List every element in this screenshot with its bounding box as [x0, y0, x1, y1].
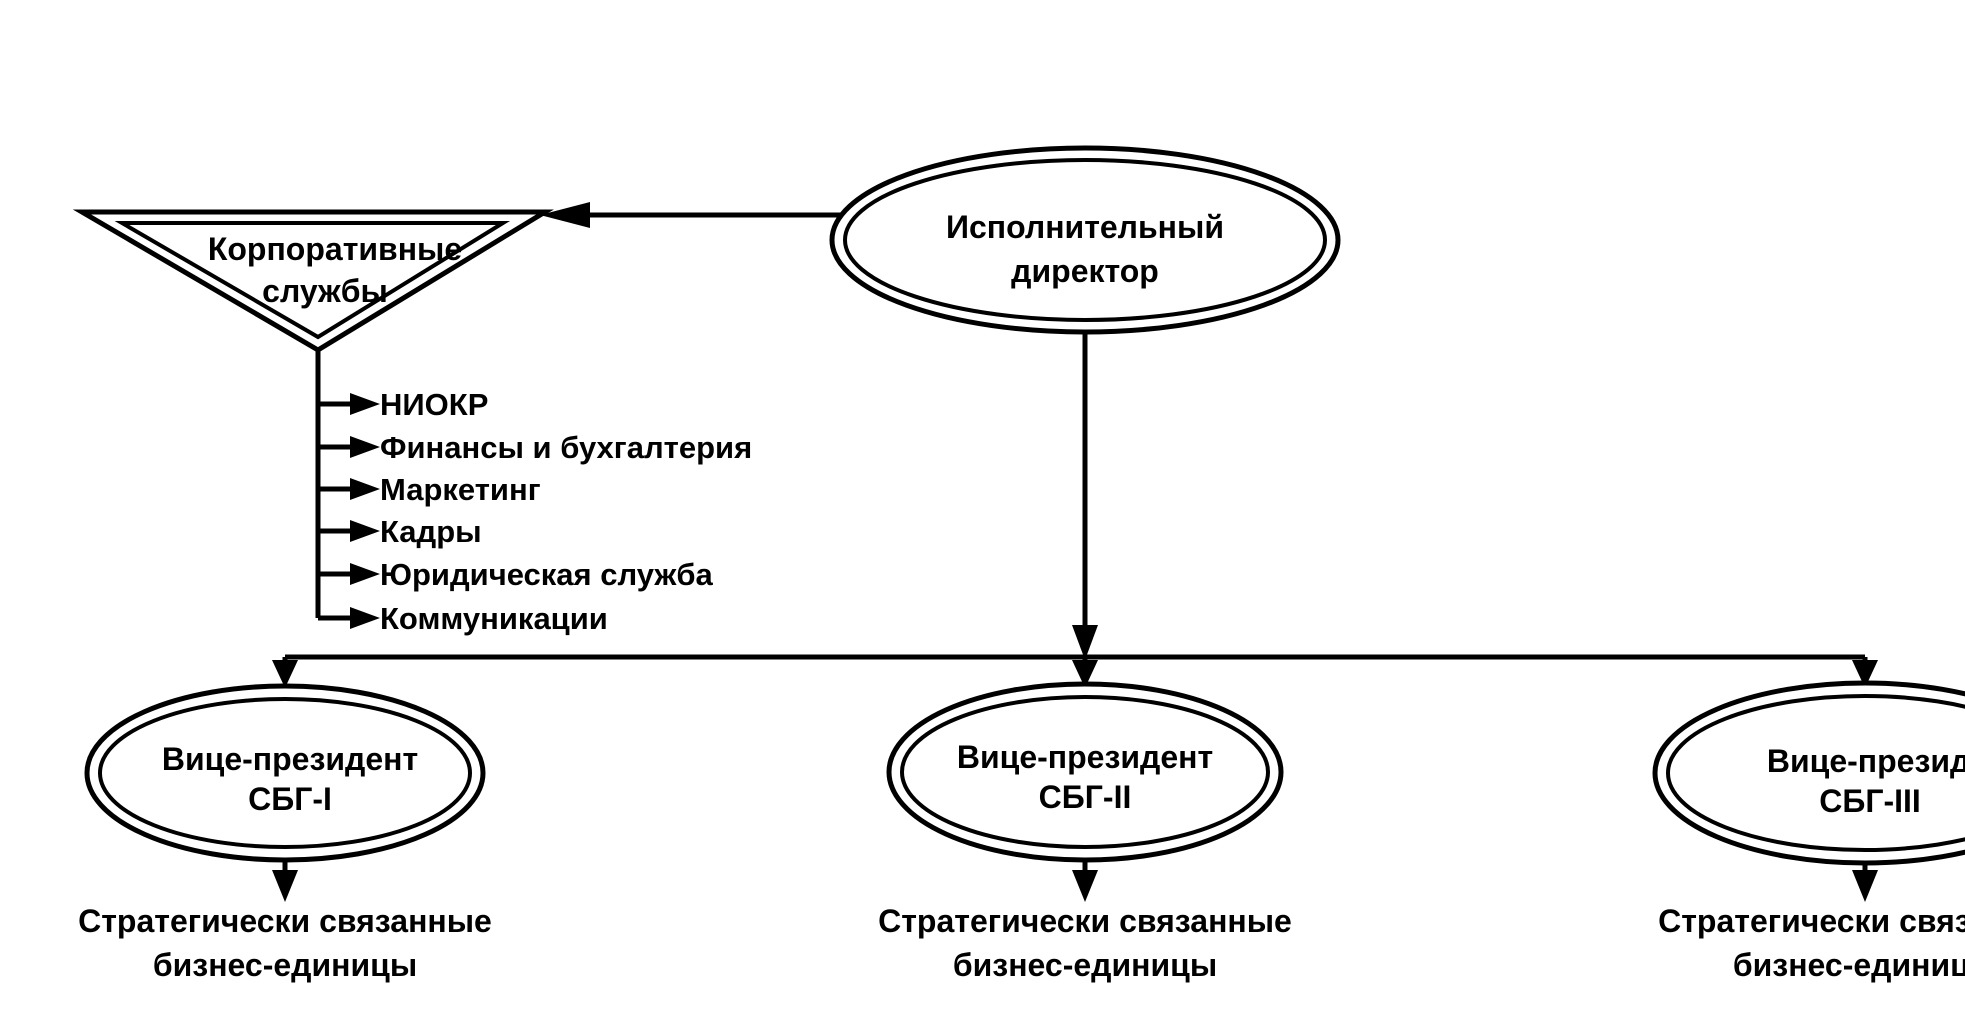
arrowhead-vp1 — [272, 660, 298, 688]
services-label-line1: Корпоративные — [208, 231, 462, 267]
vp-title: Вице-президент — [957, 739, 1213, 775]
services-list-arrows — [318, 393, 380, 629]
arrowhead-bu3 — [1852, 870, 1878, 902]
services-list: НИОКР Финансы и бухгалтерия Маркетинг Ка… — [380, 387, 752, 636]
vp-node-2: Вице-президент СБГ-II — [886, 681, 1284, 863]
services-label-line2: службы — [262, 273, 388, 309]
arrowhead-services — [540, 202, 590, 228]
arrowhead-vp2 — [1072, 660, 1098, 688]
executive-node: Исполнительный директор — [829, 145, 1341, 335]
vp-unit: СБГ-II — [1039, 779, 1132, 815]
services-list-item: Коммуникации — [380, 601, 608, 636]
executive-label-line1: Исполнительный — [946, 209, 1224, 245]
vp-title: Вице-президент — [1767, 743, 1965, 779]
vp-ellipse-outer — [84, 683, 486, 863]
business-units-2: Стратегически связанные бизнес-единицы — [878, 903, 1292, 983]
arrowhead-vp3 — [1852, 660, 1878, 688]
business-units-line2: бизнес-единицы — [153, 947, 417, 983]
executive-label-line2: директор — [1011, 253, 1159, 289]
arrowhead-bu1 — [272, 870, 298, 902]
vp-title: Вице-президент — [162, 741, 418, 777]
vp-node-3: Вице-президент СБГ-III — [1652, 680, 1965, 866]
vp-unit: СБГ-III — [1819, 783, 1921, 819]
business-units-line2: бизнес-единицы — [1733, 947, 1965, 983]
vp-ellipse-outer — [886, 681, 1284, 863]
services-list-item: Юридическая служба — [380, 557, 713, 592]
executive-ellipse-outer — [829, 145, 1341, 335]
corporate-services-node: Корпоративные службы — [72, 209, 554, 353]
services-list-item: Финансы и бухгалтерия — [380, 430, 752, 465]
services-list-item: Кадры — [380, 514, 482, 549]
business-units-3: Стратегически связанные бизнес-единицы — [1658, 903, 1965, 983]
vp-unit: СБГ-I — [248, 781, 332, 817]
arrowhead-bu2 — [1072, 870, 1098, 902]
business-units-line1: Стратегически связанные — [1658, 903, 1965, 939]
business-units-line1: Стратегически связанные — [878, 903, 1292, 939]
vp-ellipse-outer — [1652, 680, 1965, 866]
executive-ellipse-inner — [843, 158, 1327, 322]
services-triangle-inner — [114, 221, 511, 340]
arrowhead-exec-down — [1072, 625, 1098, 660]
services-list-item: НИОКР — [380, 387, 488, 422]
services-triangle-outer — [72, 209, 554, 353]
business-units-line1: Стратегически связанные — [78, 903, 492, 939]
vp-ellipse-inner — [98, 697, 472, 849]
vp-node-1: Вице-президент СБГ-I — [84, 683, 486, 863]
vp-ellipse-inner — [900, 695, 1270, 849]
business-units-line2: бизнес-единицы — [953, 947, 1217, 983]
services-list-item: Маркетинг — [380, 472, 541, 507]
vp-ellipse-inner — [1666, 694, 1965, 852]
business-units-1: Стратегически связанные бизнес-единицы — [78, 903, 492, 983]
